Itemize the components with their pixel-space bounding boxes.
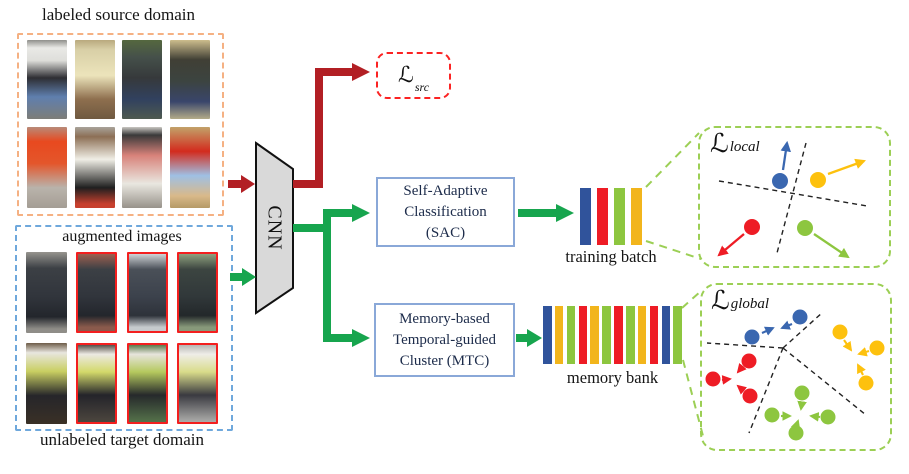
feature-bar [578,306,588,364]
feature-bar [554,306,564,364]
source-domain-title: labeled source domain [42,5,195,24]
augmented-person-image [126,343,168,424]
global-scatter [705,309,885,441]
feature-bar [602,306,611,364]
target-image-row-1 [17,252,227,333]
person-image [122,127,163,208]
training-batch-label: training batch [565,247,657,266]
mtc-module-box: Memory-based Temporal-guided Cluster (MT… [374,303,515,377]
augmented-person-image [176,252,218,333]
target-domain-caption: unlabeled target domain [40,430,204,449]
loss-src-symbol: ℒ [397,62,414,88]
green-arrow-target-to-cnn [230,268,256,286]
person-image [170,40,211,119]
sac-module-box: Self-Adaptive Classification (SAC) [376,177,515,247]
feature-bar [580,188,591,245]
loss-local-symbol: ℒ [710,129,729,159]
feature-bar [631,188,642,245]
augmented-images-title: augmented images [62,228,182,245]
augmented-person-image [76,343,118,424]
cnn-label: CNN [264,205,286,251]
mtc-line-3: Cluster (MTC) [399,352,490,369]
person-image [170,127,211,208]
source-image-row-1 [19,40,218,119]
local-scatter [717,140,868,259]
person-image [74,40,115,119]
sac-line-2: Classification [404,203,487,220]
red-path-cnn-to-loss-src [293,63,370,188]
feature-bar [543,306,552,364]
red-arrow-source-to-cnn [228,175,255,193]
augmented-person-image [126,252,168,333]
memory-bank-bars [543,306,682,364]
sac-line-1: Self-Adaptive [403,182,488,199]
mtc-line-2: Temporal-guided [392,331,497,348]
feature-bar [626,306,635,364]
feature-bar [590,306,599,364]
feature-bar [661,306,671,364]
callout-batch-to-local [645,132,702,260]
loss-local-box [698,126,891,268]
callout-bank-to-global [681,290,704,437]
loss-global-subscript: global [730,296,770,312]
loss-global-symbol: ℒ [711,286,730,316]
sac-line-3: (SAC) [425,224,466,241]
feature-bar [566,306,576,364]
loss-local-subscript: local [729,139,760,155]
feature-bar [614,306,623,364]
target-domain-panel [15,225,233,431]
person-image [122,40,163,119]
augmented-person-image [76,252,118,333]
green-path-cnn-to-modules [293,204,370,347]
loss-global-box [700,283,892,451]
person-image [26,343,68,424]
feature-bar [597,188,608,245]
training-batch-bars [580,188,642,245]
source-image-row-2 [19,127,218,208]
person-image [26,127,67,208]
arrow-sac-to-batch [518,204,574,222]
cnn-trapezoid [255,141,294,315]
source-domain-panel [17,33,224,216]
person-image [74,127,115,208]
memory-bank-label: memory bank [566,368,659,387]
target-image-row-2 [17,343,227,424]
loss-src-subscript: src [414,80,430,94]
mtc-line-1: Memory-based [399,310,490,327]
feature-bar [614,188,625,245]
person-image [26,40,67,119]
feature-bar [637,306,647,364]
feature-bar [673,306,682,364]
feature-bar [649,306,659,364]
person-image [26,252,68,333]
augmented-person-image [176,343,218,424]
arrow-mtc-to-bank [516,329,542,347]
